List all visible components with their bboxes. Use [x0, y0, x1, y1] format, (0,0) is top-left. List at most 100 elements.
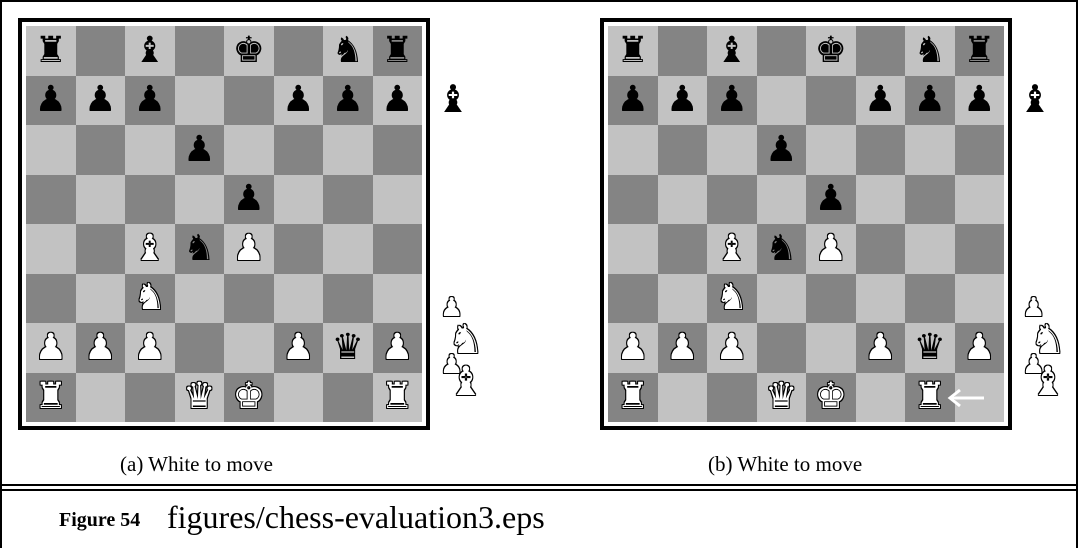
- white-bishop-icon: ♝: [707, 224, 757, 274]
- square-b4: [76, 224, 126, 274]
- square-b8: [76, 26, 126, 76]
- white-rook-icon: ♜: [373, 373, 423, 423]
- square-f6: [856, 125, 906, 175]
- white-pawn-icon: ♟: [707, 323, 757, 373]
- square-b5: [76, 175, 126, 225]
- white-pawn-icon: ♟: [658, 323, 708, 373]
- square-d2: [175, 323, 225, 373]
- square-g3: [323, 274, 373, 324]
- black-pawn-icon: ♟: [76, 76, 126, 126]
- square-g4: [323, 224, 373, 274]
- square-e7: [224, 76, 274, 126]
- square-h6: [955, 125, 1005, 175]
- white-bishop-icon: ♝: [125, 224, 175, 274]
- black-pawn-icon: ♟: [274, 76, 324, 126]
- frame-top-border: [0, 0, 1078, 2]
- black-knight-icon: ♞: [323, 26, 373, 76]
- black-pawn-icon: ♟: [707, 76, 757, 126]
- black-pawn-icon: ♟: [856, 76, 906, 126]
- white-rook-icon: ♜: [26, 373, 76, 423]
- white-pawn-icon: ♟: [373, 323, 423, 373]
- left-arrow-icon: [944, 387, 986, 409]
- square-a5: [608, 175, 658, 225]
- frame-left-border: [0, 0, 2, 548]
- square-d3: [175, 274, 225, 324]
- white-pawn-icon: ♟: [856, 323, 906, 373]
- captured-black-bishop-icon: ♝: [436, 80, 470, 118]
- white-pawn-icon: ♟: [274, 323, 324, 373]
- black-bishop-icon: ♝: [707, 26, 757, 76]
- square-d5: [757, 175, 807, 225]
- square-f8: [274, 26, 324, 76]
- black-pawn-icon: ♟: [905, 76, 955, 126]
- black-pawn-icon: ♟: [757, 125, 807, 175]
- black-pawn-icon: ♟: [125, 76, 175, 126]
- square-g3: [905, 274, 955, 324]
- black-pawn-icon: ♟: [175, 125, 225, 175]
- white-pawn-icon: ♟: [955, 323, 1005, 373]
- square-e6: [806, 125, 856, 175]
- chess-board-a: ♜♝♚♞♜♟♟♟♟♟♟♟♟♝♞♟♞♟♟♟♟♛♟♜♛♚♜: [18, 18, 430, 430]
- black-pawn-icon: ♟: [26, 76, 76, 126]
- caption-separator-line-2: [0, 489, 1078, 491]
- white-queen-icon: ♛: [175, 373, 225, 423]
- white-pawn-icon: ♟: [806, 224, 856, 274]
- square-a6: [608, 125, 658, 175]
- chess-board-b: ♜♝♚♞♜♟♟♟♟♟♟♟♟♝♞♟♞♟♟♟♟♛♟♜♛♚♜: [600, 18, 1012, 430]
- black-pawn-icon: ♟: [806, 175, 856, 225]
- square-b4: [658, 224, 708, 274]
- black-pawn-icon: ♟: [323, 76, 373, 126]
- square-a4: [608, 224, 658, 274]
- square-h6: [373, 125, 423, 175]
- square-g4: [905, 224, 955, 274]
- square-h3: [955, 274, 1005, 324]
- black-rook-icon: ♜: [373, 26, 423, 76]
- square-e6: [224, 125, 274, 175]
- square-f1: [856, 373, 906, 423]
- white-queen-icon: ♛: [757, 373, 807, 423]
- black-bishop-icon: ♝: [125, 26, 175, 76]
- caption-separator-line: [0, 484, 1078, 486]
- black-rook-icon: ♜: [26, 26, 76, 76]
- square-h5: [955, 175, 1005, 225]
- white-pawn-icon: ♟: [125, 323, 175, 373]
- white-pawn-icon: ♟: [76, 323, 126, 373]
- square-d2: [757, 323, 807, 373]
- square-c6: [707, 125, 757, 175]
- square-b6: [76, 125, 126, 175]
- square-a3: [26, 274, 76, 324]
- square-g6: [323, 125, 373, 175]
- square-h4: [955, 224, 1005, 274]
- square-d5: [175, 175, 225, 225]
- black-pawn-icon: ♟: [955, 76, 1005, 126]
- square-b3: [658, 274, 708, 324]
- black-king-icon: ♚: [224, 26, 274, 76]
- square-c6: [125, 125, 175, 175]
- square-c5: [707, 175, 757, 225]
- black-queen-icon: ♛: [323, 323, 373, 373]
- square-b8: [658, 26, 708, 76]
- square-d8: [175, 26, 225, 76]
- square-a5: [26, 175, 76, 225]
- square-e3: [224, 274, 274, 324]
- square-d3: [757, 274, 807, 324]
- white-knight-icon: ♞: [125, 274, 175, 324]
- square-b1: [76, 373, 126, 423]
- square-g5: [905, 175, 955, 225]
- black-knight-icon: ♞: [175, 224, 225, 274]
- captured-white-bishop-icon: ♝: [1030, 362, 1066, 402]
- square-c1: [707, 373, 757, 423]
- square-a4: [26, 224, 76, 274]
- square-h3: [373, 274, 423, 324]
- square-d7: [757, 76, 807, 126]
- caption-a: (a) White to move: [120, 452, 273, 477]
- square-b5: [658, 175, 708, 225]
- board-grid-a: ♜♝♚♞♜♟♟♟♟♟♟♟♟♝♞♟♞♟♟♟♟♛♟♜♛♚♜: [26, 26, 422, 422]
- square-f3: [856, 274, 906, 324]
- black-knight-icon: ♞: [757, 224, 807, 274]
- black-pawn-icon: ♟: [373, 76, 423, 126]
- black-knight-icon: ♞: [905, 26, 955, 76]
- square-h4: [373, 224, 423, 274]
- square-g6: [905, 125, 955, 175]
- square-e7: [806, 76, 856, 126]
